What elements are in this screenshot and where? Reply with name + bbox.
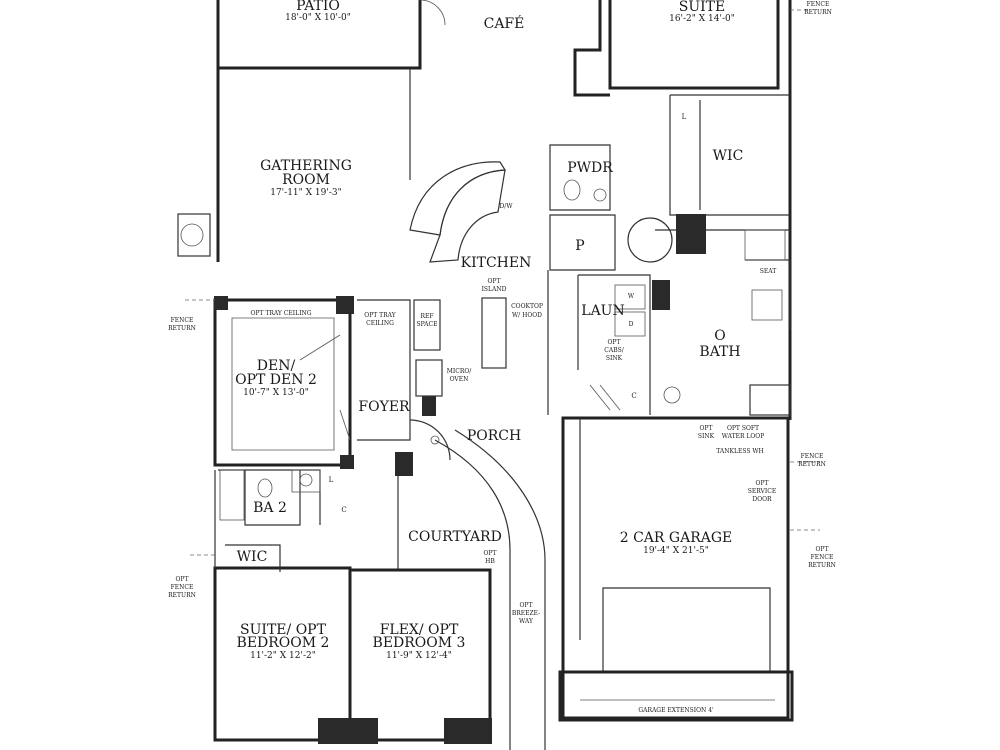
opt-hb-2: HB	[485, 558, 495, 565]
opt-fence-return-left-3: RETURN	[168, 592, 196, 599]
suite2-label-1: SUITE/ OPT	[240, 622, 327, 638]
gathering-dims: 17'-11" X 19'-3"	[270, 188, 342, 198]
opt-cabs-1: OPT	[608, 339, 621, 346]
gathering-label-2: ROOM	[282, 172, 330, 188]
service-door-1: OPT	[756, 480, 769, 487]
garage-dims: 19'-4" X 21'-5"	[643, 546, 709, 556]
opt-fence-return-right-2: FENCE	[811, 554, 834, 561]
pantry-label: P	[575, 238, 584, 254]
opt-sink-1: OPT	[700, 425, 713, 432]
micro-oven-2: OVEN	[450, 376, 469, 383]
micro-oven-1: MICRO/	[447, 368, 473, 375]
breezeway-3: WAY	[519, 618, 534, 625]
opt-tray-foyer-1: OPT TRAY	[364, 312, 396, 319]
linen-ba2: L	[329, 476, 334, 484]
den-label-1: DEN/	[257, 358, 296, 374]
cooktop-2: W/ HOOD	[512, 312, 542, 319]
service-door-2: SERVICE	[748, 488, 776, 495]
wall-blocks	[214, 214, 706, 744]
opt-sink-2: SINK	[698, 433, 715, 440]
flex-label-2: BEDROOM 3	[373, 635, 466, 651]
fence-return-top-2: RETURN	[804, 9, 832, 16]
flex-label-1: FLEX/ OPT	[380, 622, 459, 638]
patio-dims: 18'-0" X 10'-0"	[285, 13, 351, 23]
opt-soft-water-1: OPT SOFT	[727, 425, 759, 432]
laundry-label: LAUN	[581, 303, 624, 319]
service-door-3: DOOR	[752, 496, 772, 503]
closet-ba2: C	[341, 506, 346, 514]
cooktop-1: COOKTOP	[511, 303, 543, 310]
garage-extension: GARAGE EXTENSION 4'	[638, 707, 714, 714]
master-bath-label-1: O	[714, 328, 725, 344]
opt-cabs-3: SINK	[606, 355, 623, 362]
fence-return-left-2: RETURN	[168, 325, 196, 332]
breezeway-1: OPT	[520, 602, 533, 609]
opt-island-2: ISLAND	[482, 286, 507, 293]
fence-return-right-2: RETURN	[798, 461, 826, 468]
master-suite-dims: 16'-2" X 14'-0"	[669, 14, 735, 24]
tankless-wh: TANKLESS WH	[716, 448, 764, 455]
ref-space-2: SPACE	[417, 321, 438, 328]
fence-return-top-1: FENCE	[807, 1, 830, 8]
wic2-label: WIC	[237, 549, 268, 565]
bath2-label: BA 2	[253, 500, 287, 516]
opt-fence-return-left-1: OPT	[176, 576, 189, 583]
opt-fence-return-right-3: RETURN	[808, 562, 836, 569]
patio-label: PATIO	[296, 0, 340, 14]
opt-fence-return-left-2: FENCE	[171, 584, 194, 591]
closet-laundry: C	[631, 392, 636, 400]
den-dims: 10'-7" X 13'-0"	[243, 388, 309, 398]
opt-island-1: OPT	[488, 278, 501, 285]
opt-hb-1: OPT	[484, 550, 497, 557]
gathering-label-1: GATHERING	[260, 158, 352, 174]
fence-return-right-1: FENCE	[801, 453, 824, 460]
seat-note: SEAT	[760, 268, 777, 275]
foyer-label: FOYER	[358, 399, 410, 415]
opt-fence-return-right-1: OPT	[816, 546, 829, 553]
room-labels: PATIO 18'-0" X 10'-0" CAFÉ SUITE 16'-2" …	[235, 0, 743, 661]
master-suite-label: SUITE	[679, 0, 725, 15]
ref-space-1: REF	[420, 313, 433, 320]
garage-label: 2 CAR GARAGE	[620, 530, 733, 546]
master-wic-label: WIC	[713, 148, 744, 164]
flex-dims: 11'-9" X 12'-4"	[386, 651, 452, 661]
kitchen-label: KITCHEN	[461, 255, 532, 271]
washer-note: W	[628, 293, 635, 300]
suite2-label-2: BEDROOM 2	[237, 635, 330, 651]
courtyard-label: COURTYARD	[408, 529, 502, 545]
fixtures	[177, 0, 820, 701]
opt-soft-water-2: WATER LOOP	[722, 433, 765, 440]
den-label-2: OPT DEN 2	[235, 372, 317, 388]
linen-master: L	[682, 113, 687, 121]
fence-return-left-1: FENCE	[171, 317, 194, 324]
master-bath-label-2: BATH	[699, 344, 740, 360]
dryer-note: D	[629, 321, 634, 328]
opt-cabs-2: CABS/	[604, 347, 624, 354]
cafe-label: CAFÉ	[484, 14, 525, 32]
plan-notes: FENCE RETURN FENCE RETURN OPT FENCE RETU…	[168, 1, 836, 714]
pwdr-label: PWDR	[567, 160, 613, 176]
opt-tray-den: OPT TRAY CEILING	[250, 310, 311, 317]
opt-tray-foyer-2: CEILING	[366, 320, 394, 327]
suite2-dims: 11'-2" X 12'-2"	[250, 651, 316, 661]
breezeway-2: BREEZE-	[512, 610, 540, 617]
dishwasher: D/W	[500, 203, 514, 210]
porch-label: PORCH	[467, 428, 521, 444]
